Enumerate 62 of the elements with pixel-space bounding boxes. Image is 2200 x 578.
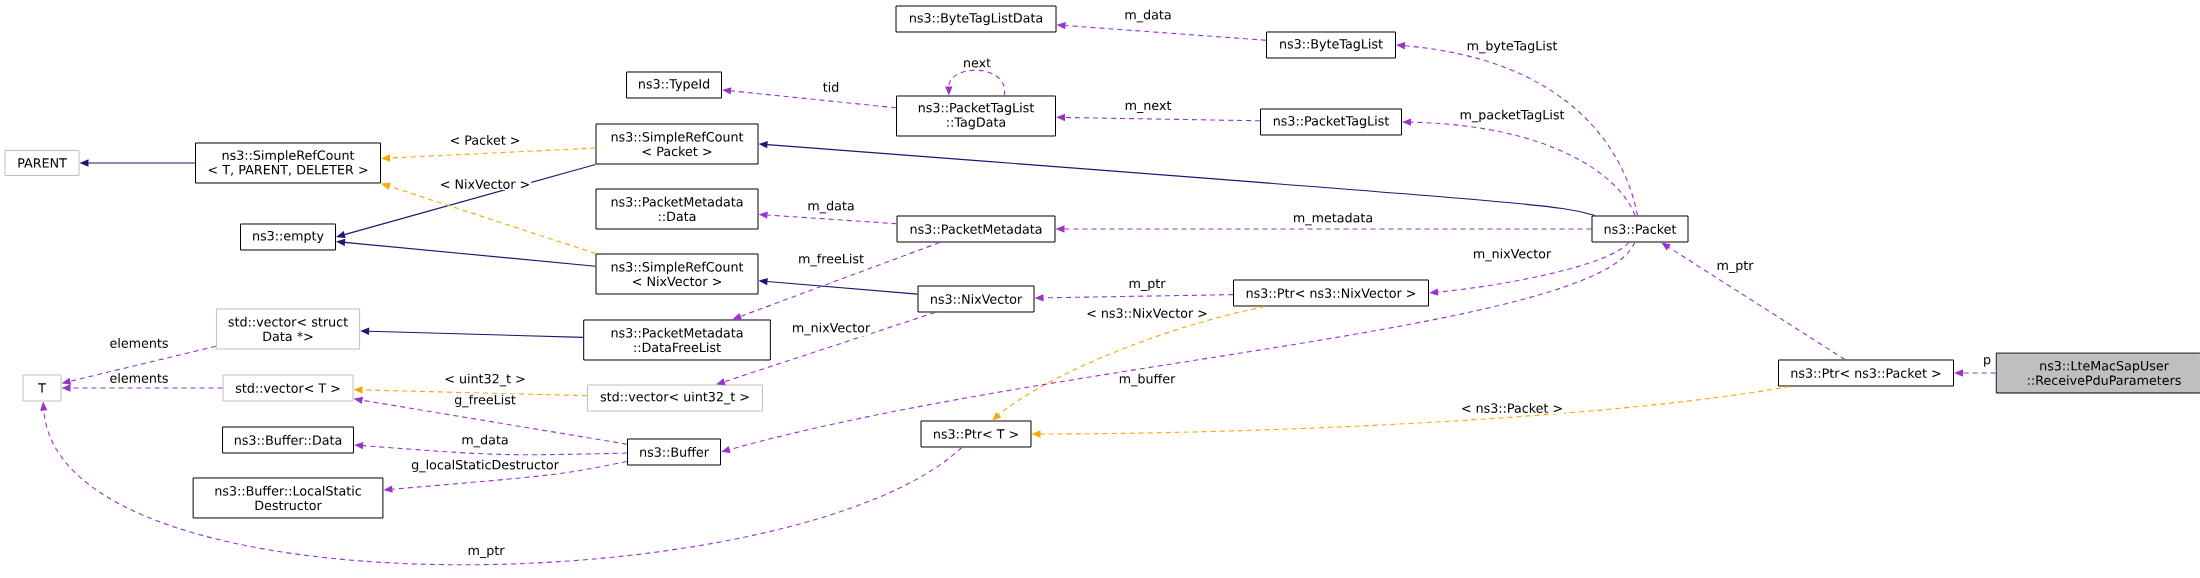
arrow: [1429, 241, 1630, 296]
edge-label: m_ptr: [466, 545, 506, 559]
edge-label: < ns3::Packet >: [1459, 402, 1565, 414]
class-box: std::vector< T >: [222, 374, 354, 402]
class-box: ns3::PacketTagList: [1260, 108, 1402, 136]
edge-label: m_freeList: [797, 252, 865, 268]
arrow: [716, 311, 936, 386]
class-box: ns3::Packet: [1591, 215, 1689, 243]
class-box: ns3::ByteTagListData: [895, 5, 1057, 33]
edge-label: m_nixVector: [790, 321, 872, 337]
class-box: PARENT: [4, 150, 80, 176]
edge-label: m_data: [1123, 8, 1173, 24]
class-box: ns3::Buffer::LocalStatic Destructor: [192, 477, 384, 519]
class-box: std::vector< uint32_t >: [587, 384, 763, 412]
class-box: ns3::NixVector: [917, 285, 1035, 313]
class-box: ns3::Ptr< ns3::Packet >: [1778, 359, 1954, 387]
edge-label: m_byteTagList: [1465, 39, 1559, 55]
class-box: ns3::PacketTagList ::TagData: [896, 95, 1056, 137]
arrow: [336, 163, 597, 239]
arrow: [992, 305, 1266, 421]
class-box: ns3::Ptr< T >: [920, 420, 1032, 448]
class-box: ns3::PacketMetadata ::Data: [595, 188, 759, 230]
edge-label: < ns3::NixVector >: [1085, 307, 1209, 319]
class-box: ns3::LteMacSapUser ::ReceivePduParameters: [1995, 352, 2200, 394]
edge-label: m_ptr: [1715, 260, 1755, 274]
arrow: [1396, 42, 1638, 217]
class-box: ns3::SimpleRefCount < NixVector >: [595, 253, 759, 295]
class-box: T: [22, 374, 62, 402]
arrow: [1954, 369, 1997, 377]
class-box: ns3::SimpleRefCount < Packet >: [595, 123, 759, 165]
arrow: [381, 182, 597, 255]
class-box: ns3::Buffer: [627, 438, 721, 466]
class-box: ns3::Buffer::Data: [222, 426, 354, 454]
class-box: ns3::TypeId: [626, 71, 722, 99]
edge-label: elements: [108, 372, 170, 384]
edge-label: m_metadata: [1291, 211, 1375, 227]
edge-label: < uint32_t >: [443, 372, 527, 388]
edge-label: g_freeList: [453, 393, 517, 409]
arrow: [1661, 242, 1846, 361]
edge-label: < Packet >: [448, 134, 522, 146]
edge-label: m_packetTagList: [1458, 108, 1566, 124]
class-box: ns3::PacketMetadata: [896, 215, 1056, 243]
class-box: ns3::ByteTagList: [1266, 31, 1396, 59]
edge-label: elements: [108, 337, 170, 349]
edge-label: p: [1981, 356, 1993, 368]
edge-label: m_next: [1123, 100, 1173, 114]
arrow: [945, 69, 1005, 97]
edge-label: m_nixVector: [1471, 247, 1553, 263]
edge-label: m_ptr: [1127, 278, 1167, 292]
edge-label: g_localStaticDestructor: [410, 458, 560, 474]
class-box: std::vector< struct Data *>: [215, 308, 361, 350]
class-box: ns3::empty: [240, 223, 336, 251]
edge-label: next: [961, 57, 993, 69]
edge-label: m_data: [460, 433, 510, 449]
class-box: ns3::PacketMetadata ::DataFreeList: [583, 319, 771, 361]
edge-label: < NixVector >: [438, 178, 532, 190]
class-box: ns3::SimpleRefCount < T, PARENT, DELETER >: [195, 142, 381, 184]
class-box: ns3::Ptr< ns3::NixVector >: [1233, 279, 1429, 307]
edge-label: tid: [821, 81, 841, 93]
edge-label: m_buffer: [1117, 372, 1177, 388]
arrow: [721, 241, 1636, 454]
edge-label: m_data: [806, 199, 856, 215]
